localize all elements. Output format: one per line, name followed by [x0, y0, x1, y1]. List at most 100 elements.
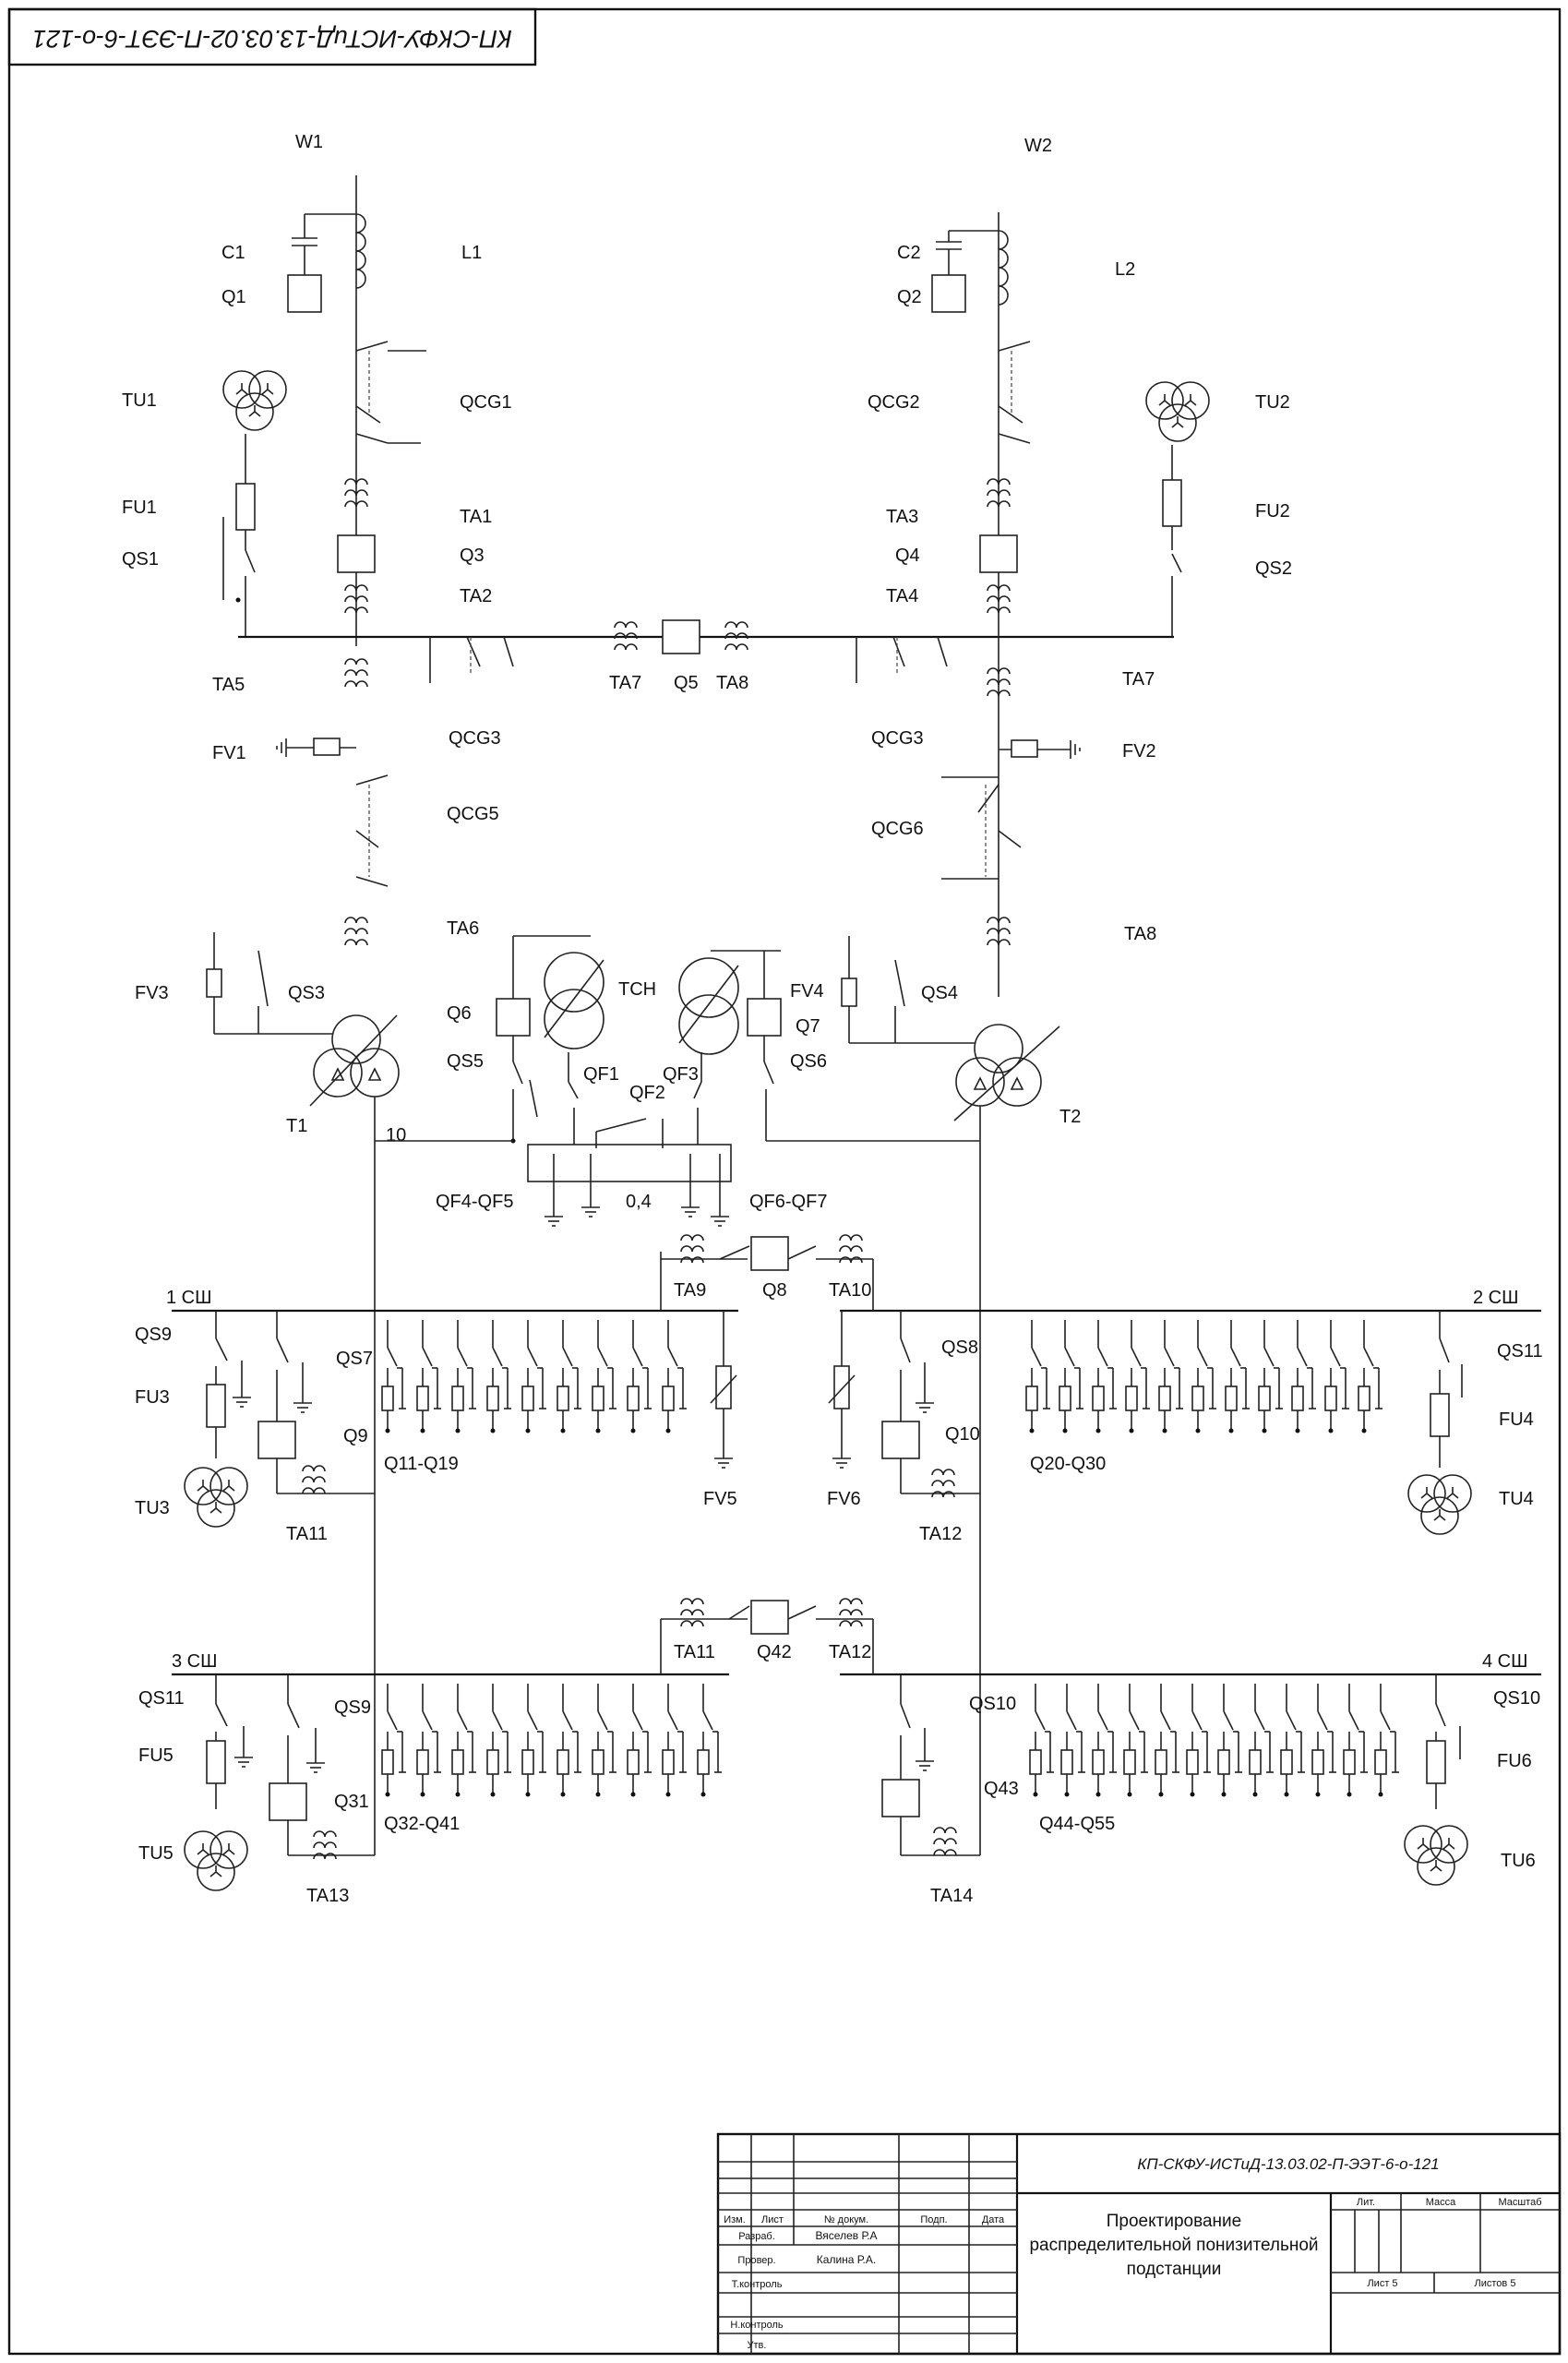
label-q31: Q31	[334, 1792, 369, 1812]
header-sign: Подп.	[920, 2214, 947, 2225]
label-qs7: QS7	[336, 1349, 373, 1369]
label-tu4-right: TU4	[1499, 1489, 1534, 1509]
label-tu3: TU3	[135, 1498, 170, 1518]
role-nkontrol: Н.контроль	[730, 2320, 784, 2331]
label-qcg3-left: QCG3	[449, 728, 501, 749]
label-ta12-coupler: TA12	[829, 1642, 871, 1662]
tu1-branch: TU1 FU1 QS1	[122, 370, 287, 637]
title-line-2: распределительной понизительной	[1029, 2236, 1318, 2255]
title-line-3: подстанции	[1127, 2260, 1222, 2279]
label-tsn: ТСН	[618, 979, 656, 1000]
label-q5: Q5	[674, 673, 699, 693]
label-q7: Q7	[796, 1016, 820, 1037]
label-q6: Q6	[447, 1003, 472, 1024]
bridge-section: QCG3 TA7 Q5 TA8 QCG3	[429, 619, 948, 749]
role-razrab: Разраб.	[738, 2231, 775, 2242]
meta-masshtab: Масштаб	[1498, 2197, 1541, 2208]
label-fu6: FU6	[1497, 1751, 1532, 1771]
feeder-w2: W2 C2 Q2 L2 QCG2 TA3 Q4 TA4 TA7 FV2 QCG6	[790, 136, 1156, 1493]
label-qs6: QS6	[790, 1051, 827, 1072]
feeder-group-4	[1029, 1683, 1400, 1798]
label-c1: C1	[221, 243, 245, 263]
label-t2: T2	[1059, 1107, 1081, 1127]
label-qs2: QS2	[1255, 558, 1292, 579]
section-3-4: 3 СШ 4 СШ TA11 Q42 TA12 QS11 FU5 TU5	[138, 1598, 1541, 1906]
label-fv3: FV3	[135, 983, 169, 1003]
label-qf2: QF2	[629, 1083, 665, 1103]
label-c2: C2	[897, 243, 921, 263]
meta-massa: Масса	[1426, 2197, 1456, 2208]
label-tu5: TU5	[138, 1843, 174, 1864]
label-fv2: FV2	[1122, 741, 1156, 762]
label-ta7-bridge: TA7	[609, 673, 641, 693]
label-feeders-1: Q11-Q19	[384, 1454, 459, 1474]
label-qs10-mid: QS10	[969, 1694, 1016, 1714]
label-fu3: FU3	[135, 1387, 170, 1408]
meta-lit: Лит.	[1357, 2197, 1375, 2208]
person-prover: Калина Р.А.	[817, 2253, 876, 2266]
label-qf1: QF1	[583, 1064, 619, 1085]
label-feeders-3: Q32-Q41	[384, 1814, 460, 1834]
label-qs11-top: QS11	[1497, 1341, 1543, 1361]
label-qs9-bottom: QS9	[334, 1697, 371, 1718]
meta-sheet: Лист 5	[1367, 2278, 1397, 2289]
section-1-2: 1 СШ 2 СШ TA9 Q8 TA10 QS9 FU3 TU3	[135, 1234, 1543, 1544]
label-qs10-right: QS10	[1493, 1688, 1540, 1709]
label-ta5: TA5	[212, 675, 245, 695]
label-qcg2: QCG2	[868, 392, 920, 413]
label-qf3: QF3	[663, 1064, 699, 1085]
label-qs1: QS1	[122, 549, 159, 570]
label-q43: Q43	[984, 1779, 1019, 1799]
label-busbar-4: 4 СШ	[1482, 1651, 1527, 1672]
label-q2: Q2	[897, 287, 922, 307]
label-ta11-upper: TA11	[286, 1524, 328, 1544]
label-w1: W1	[295, 132, 323, 152]
label-ta6: TA6	[447, 918, 479, 939]
label-qs9-top: QS9	[135, 1325, 172, 1345]
label-q8: Q8	[762, 1280, 787, 1301]
qf-panel	[527, 1144, 732, 1182]
header-list: Лист	[761, 2214, 784, 2225]
title-block: КП-СКФУ-ИСТиД-13.03.02-П-ЭЭТ-6-о-121 Про…	[716, 2132, 1562, 2356]
label-qcg1: QCG1	[460, 392, 512, 413]
t1-column: TA5 FV1 QCG5 TA6 T1 10 FV3 QS3	[135, 658, 499, 1493]
label-ta7-right: TA7	[1122, 669, 1155, 690]
label-ta13: TA13	[306, 1886, 349, 1906]
label-ta10: TA10	[829, 1280, 871, 1301]
label-tu1: TU1	[122, 390, 157, 411]
label-qs11-bottom: QS11	[138, 1688, 185, 1709]
person-razrab: Вяселев Р.А	[815, 2229, 877, 2242]
rotated-code-box	[7, 7, 537, 66]
label-fu1: FU1	[122, 498, 157, 518]
label-qcg5: QCG5	[447, 804, 499, 824]
label-busbar-2: 2 СШ	[1473, 1288, 1518, 1308]
feeder-group-3	[381, 1683, 723, 1798]
role-prover: Провер.	[737, 2255, 775, 2266]
label-tu6: TU6	[1501, 1851, 1536, 1871]
label-qs3: QS3	[288, 983, 325, 1003]
label-l2: L2	[1115, 259, 1135, 280]
label-q9: Q9	[343, 1426, 368, 1446]
label-fu5: FU5	[138, 1745, 174, 1766]
label-ta9: TA9	[674, 1280, 706, 1301]
label-ta12-upper: TA12	[919, 1524, 962, 1544]
title-line-1: Проектирование	[1107, 2212, 1241, 2231]
label-feeders-4: Q44-Q55	[1039, 1814, 1115, 1834]
label-q10: Q10	[945, 1424, 980, 1445]
tu2-branch: TU2 FU2 QS2	[1145, 381, 1292, 637]
label-fv1: FV1	[212, 743, 246, 763]
title-code: КП-СКФУ-ИСТиД-13.03.02-П-ЭЭТ-6-о-121	[1137, 2155, 1439, 2173]
label-tu2: TU2	[1255, 392, 1290, 413]
label-qcg3-right: QCG3	[871, 728, 924, 749]
label-ta14: TA14	[930, 1886, 973, 1906]
label-qf67: QF6-QF7	[749, 1192, 827, 1212]
label-v10: 10	[386, 1125, 406, 1146]
label-ta1: TA1	[460, 507, 492, 527]
label-ta3: TA3	[886, 507, 918, 527]
label-t1: T1	[286, 1116, 307, 1136]
label-qcg6: QCG6	[871, 819, 924, 839]
label-qf45: QF4-QF5	[436, 1192, 513, 1212]
label-ta2: TA2	[460, 586, 492, 606]
header-izm: Изм.	[724, 2214, 746, 2225]
